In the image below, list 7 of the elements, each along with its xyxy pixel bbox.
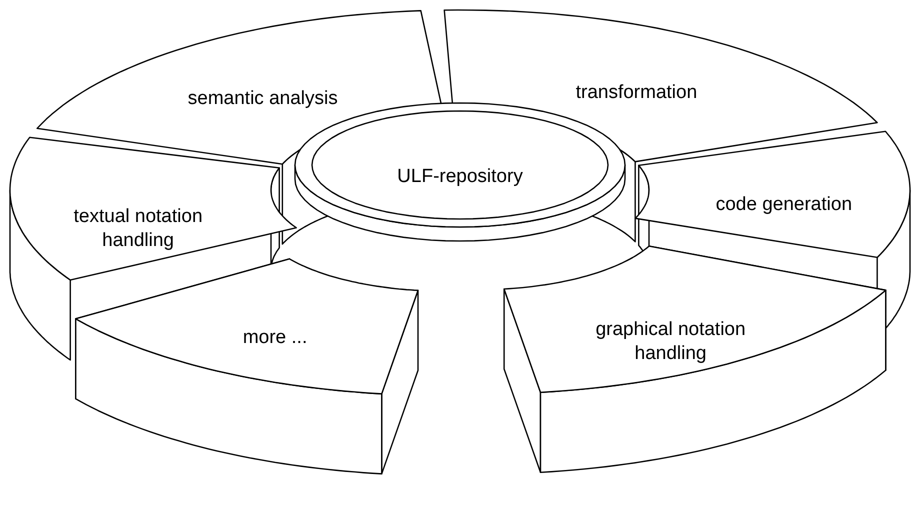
- segment-label: graphical notation handling: [594, 318, 747, 366]
- segment-label: textual notation handling: [72, 204, 204, 253]
- segment-label: semantic analysis: [186, 87, 339, 112]
- segment-label: more ...: [242, 326, 308, 350]
- segment-label: code generation: [714, 193, 854, 218]
- hub-label: ULF-repository: [396, 165, 524, 189]
- segment-label: transformation: [574, 81, 698, 106]
